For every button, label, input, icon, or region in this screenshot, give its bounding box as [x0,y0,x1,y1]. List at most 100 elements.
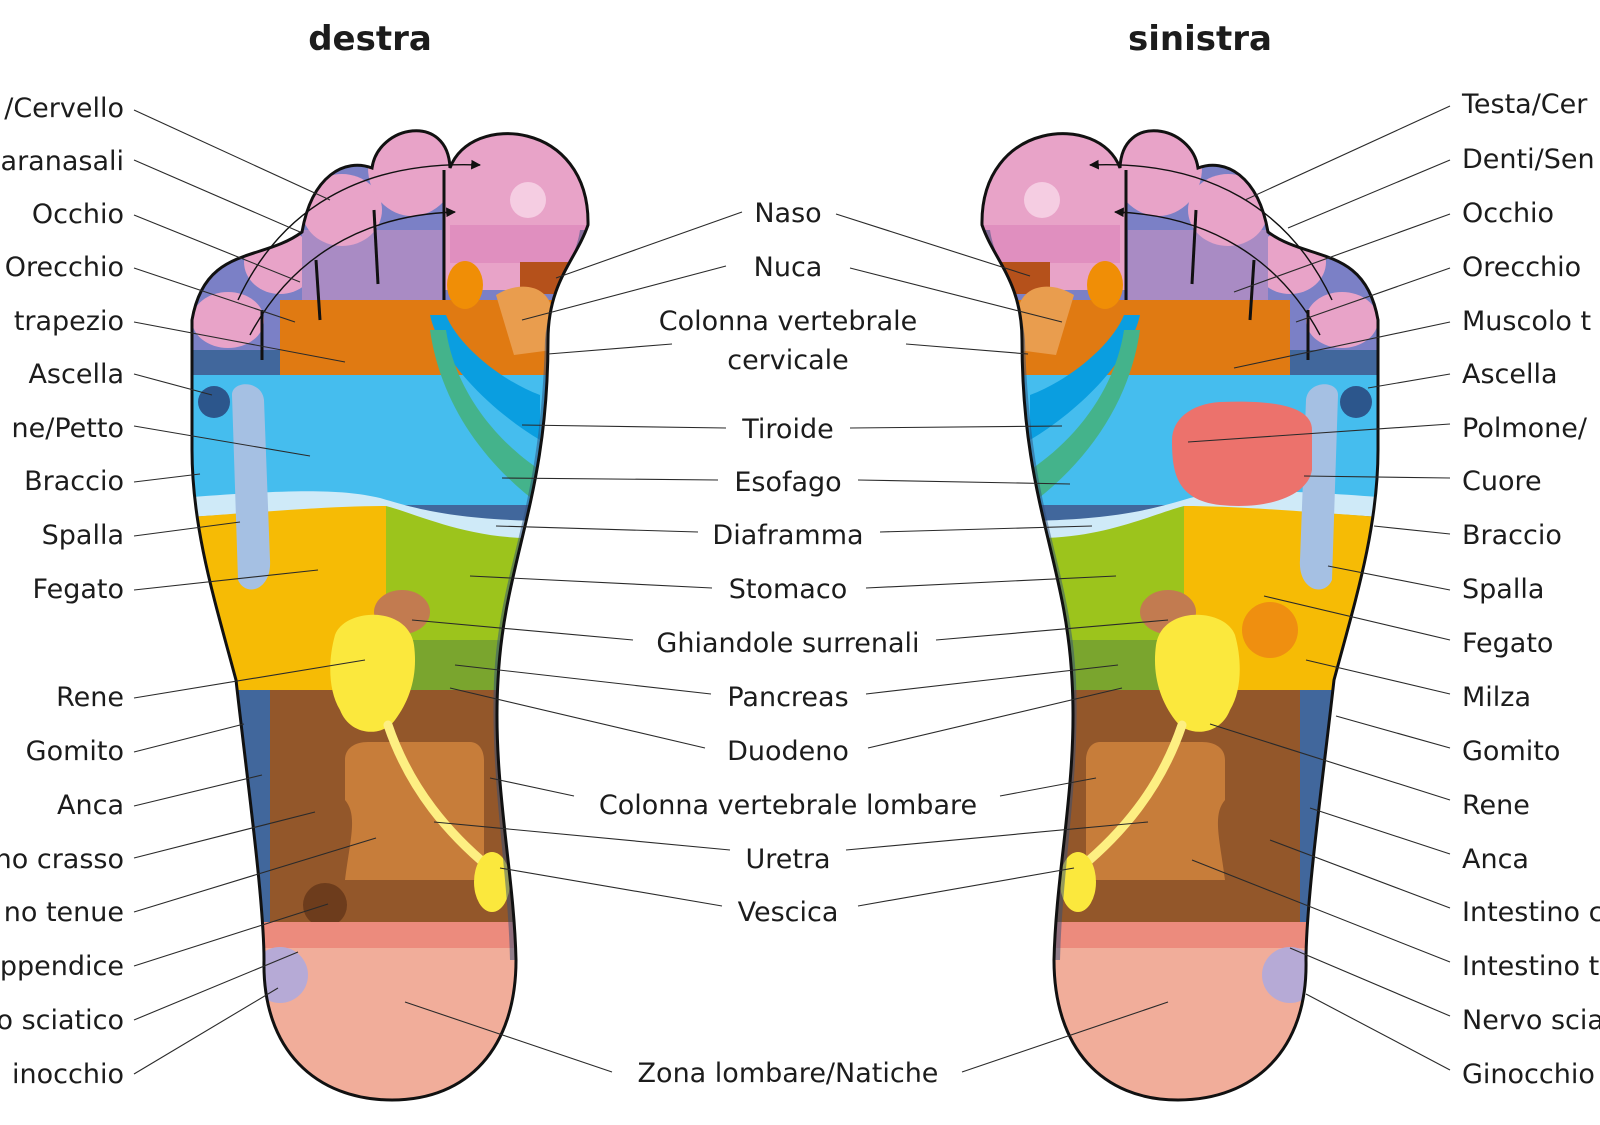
thyroid-zone [1030,315,1140,440]
toe-gap [314,259,322,321]
label-small-intestine-left: Intestino t [1462,951,1599,982]
neck-zone [1018,286,1074,355]
toe-pink [302,174,382,246]
label-shoulder-left: Spalla [1462,574,1544,605]
left-foot [980,129,1380,1102]
toe-pink [1188,174,1268,246]
label-ear-right: Orecchio [5,252,124,283]
label-stomach: Stomaco [729,574,847,605]
esophagus-zone [1030,330,1140,505]
label-large-intestine-left: Intestino c [1462,897,1600,928]
label-small-intestine-right: no tenue [4,897,124,928]
toe-highlight [510,182,546,218]
label-liver-right: Fegato [33,574,124,605]
arrow-icon [237,159,481,301]
small-intestine-zone [1086,742,1225,880]
kidney-zone [1154,614,1240,732]
label-sciatic-left: Nervo scia [1462,1005,1600,1036]
toe-pink [1306,292,1378,348]
kidney-zone [330,614,416,732]
toe-highlight [1024,182,1060,218]
neck-zone [496,286,552,355]
label-large-intestine-right: no crasso [0,844,124,875]
toe-band [450,225,589,263]
spleen-zone [1242,602,1298,658]
toe-gap [1190,209,1198,285]
label-elbow-left: Gomito [1462,736,1560,767]
label-cervical-spine-line2: cervicale [727,345,849,376]
arrow-icon [249,207,456,336]
right-foot [190,129,590,1102]
foot-outline [190,129,590,1102]
labels-center-column: Naso Nuca Colonna vertebrale cervicale T… [599,198,977,1089]
armpit-zone [198,386,230,418]
label-thyroid: Tiroide [741,414,833,445]
toe-base-orange [447,261,483,309]
label-eye-left: Occhio [1462,198,1554,229]
label-cervical-spine-line1: Colonna vertebrale [659,306,918,337]
label-trapezius-right: trapezio [14,306,124,337]
label-ear-left: Orecchio [1462,252,1581,283]
label-arm-right: Braccio [24,466,124,497]
label-kidney-right: Rene [56,682,124,713]
label-head-brain-left: Testa/Cer [1461,89,1588,120]
labels-left-column: /Cervello paranasali Occhio Orecchio tra… [0,93,124,1090]
ureter-zone [383,720,495,873]
ureter-zone [1075,720,1187,873]
label-knee-right: inocchio [12,1059,124,1090]
label-urethra: Uretra [745,844,830,875]
bladder-zone [1060,852,1096,912]
knee-zone [1262,947,1318,1003]
label-bladder: Vescica [738,897,839,928]
toe-gap [1248,259,1256,321]
label-lung-right: ne/Petto [12,413,124,444]
armpit-zone [1340,386,1372,418]
bladder-zone [474,852,510,912]
label-trapezius-left: Muscolo t [1462,306,1591,337]
label-armpit-left: Ascella [1462,359,1558,390]
label-spleen-left: Milza [1462,682,1531,713]
toe-gap [372,209,380,285]
label-lung-left: Polmone/ [1462,413,1588,444]
label-duodenum: Duodeno [727,736,849,767]
toe-band [981,225,1120,263]
label-hip-right: Anca [57,790,124,821]
arrow-icon [1114,207,1321,336]
label-liver-left: Fegato [1462,628,1553,659]
label-kidney-left: Rene [1462,790,1530,821]
label-sinus-right: paranasali [0,146,124,177]
right-foot-title: destra [308,19,432,59]
labels-right-column: Testa/Cer Denti/Sen Occhio Orecchio Musc… [1461,89,1600,1090]
label-head-brain-right: /Cervello [4,93,124,124]
label-lumbar-buttocks: Zona lombare/Natiche [638,1058,939,1089]
small-intestine-zone [345,742,484,880]
label-knee-left: Ginocchio [1462,1059,1595,1090]
toe-base-orange [1087,261,1123,309]
label-arm-left: Braccio [1462,520,1562,551]
label-eye-right: Occhio [32,199,124,230]
label-nose: Naso [754,198,821,229]
label-sciatic-right: o sciatico [0,1005,124,1036]
label-armpit-right: Ascella [28,359,124,390]
arm-zone [1299,384,1338,590]
arrow-icon [1089,159,1333,301]
label-shoulder-right: Spalla [42,520,124,551]
foot-outline [980,129,1380,1102]
label-elbow-right: Gomito [26,736,124,767]
label-teeth-sinus-left: Denti/Sen [1462,144,1595,175]
arm-zone [232,384,271,590]
label-heart-left: Cuore [1462,466,1542,497]
label-adrenal-glands: Ghiandole surrenali [656,628,919,659]
label-lumbar-spine: Colonna vertebrale lombare [599,790,977,821]
label-pancreas: Pancreas [727,682,848,713]
leader-lines [133,105,1451,1075]
left-foot-title: sinistra [1128,19,1272,59]
label-neck: Nuca [754,252,823,283]
label-diaphragm: Diaframma [712,520,863,551]
heart-zone [1172,401,1312,506]
knee-zone [252,947,308,1003]
thyroid-zone [430,315,540,440]
label-hip-left: Anca [1462,844,1529,875]
esophagus-zone [430,330,540,505]
